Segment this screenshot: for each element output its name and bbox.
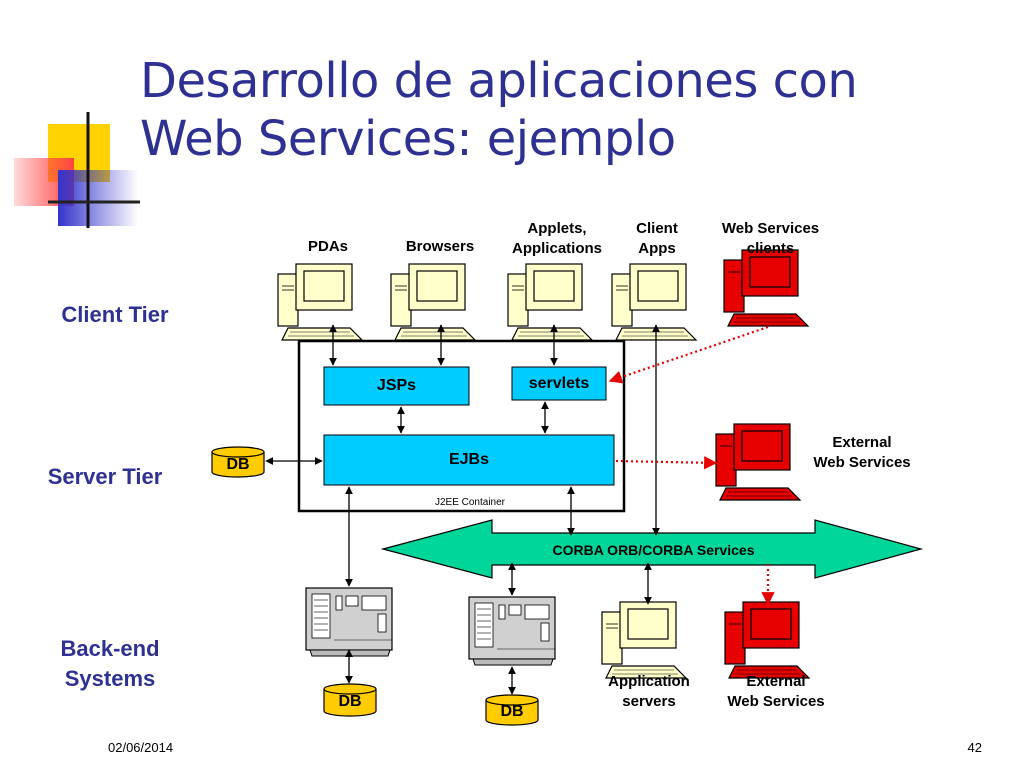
j2ee-container-label: J2EE Container — [435, 497, 506, 508]
client-tier-label: Client Tier — [61, 302, 169, 327]
backend-server-icon-2 — [468, 596, 556, 666]
corba-bus-arrow — [380, 519, 924, 579]
corba-bus-label: CORBA ORB/CORBA Services — [552, 542, 755, 558]
server-tier-label: Server Tier — [47, 464, 163, 489]
server-external-ws-label: External Web Services — [813, 434, 911, 471]
j2ee-container-frame — [297, 339, 626, 513]
client-label-browsers: Browsers — [405, 238, 475, 255]
applet-computer-icon — [507, 263, 593, 341]
slide-logo — [14, 112, 1010, 228]
slide-date: 02/06/2014 — [108, 740, 174, 755]
ejbs-label: EJBs — [448, 451, 490, 468]
application-server-computer-icon — [601, 601, 687, 679]
client-label-ws-clients: Web Services clients — [721, 220, 820, 257]
jsps-box — [323, 366, 470, 406]
jsps-label: JSPs — [376, 377, 417, 394]
client-label-applets: Applets, Applications — [511, 220, 602, 257]
slide-title: Desarrollo de aplicaciones con Web Servi… — [140, 52, 1010, 168]
server-db-cylinder — [211, 446, 265, 478]
servlets-box — [511, 366, 607, 401]
backend-db-cylinder-2 — [485, 694, 539, 726]
backend-external-ws-label: External Web Services — [727, 673, 825, 710]
web-service-dotted-arrows — [608, 325, 775, 606]
servlets-label: servlets — [528, 375, 590, 392]
backend-db-label-2: DB — [500, 703, 524, 720]
client-label-pdas: PDAs — [307, 238, 348, 255]
browser-computer-icon — [390, 263, 476, 341]
client-app-computer-icon — [611, 263, 697, 341]
slide-page-number: 42 — [967, 740, 982, 755]
backend-db-label-1: DB — [338, 693, 362, 710]
ejbs-box — [323, 434, 615, 486]
pda-computer-icon — [277, 263, 363, 341]
slide-title-line-1: Desarrollo de aplicaciones con — [140, 53, 858, 109]
backend-external-ws-red-computer-icon — [724, 601, 810, 679]
external-ws-red-computer-icon — [715, 423, 801, 501]
server-db-label: DB — [226, 456, 250, 473]
application-servers-label: Application servers — [608, 673, 690, 710]
backend-server-icon-1 — [305, 587, 393, 657]
backend-db-cylinder-1 — [323, 683, 377, 717]
connector-arrows — [265, 324, 660, 695]
backend-systems-label: Back-end Systems — [60, 636, 160, 691]
client-label-client-apps: Client Apps — [636, 220, 678, 257]
ws-client-red-computer-icon — [723, 249, 809, 327]
slide-title-line-2: Web Services: ejemplo — [140, 111, 676, 167]
